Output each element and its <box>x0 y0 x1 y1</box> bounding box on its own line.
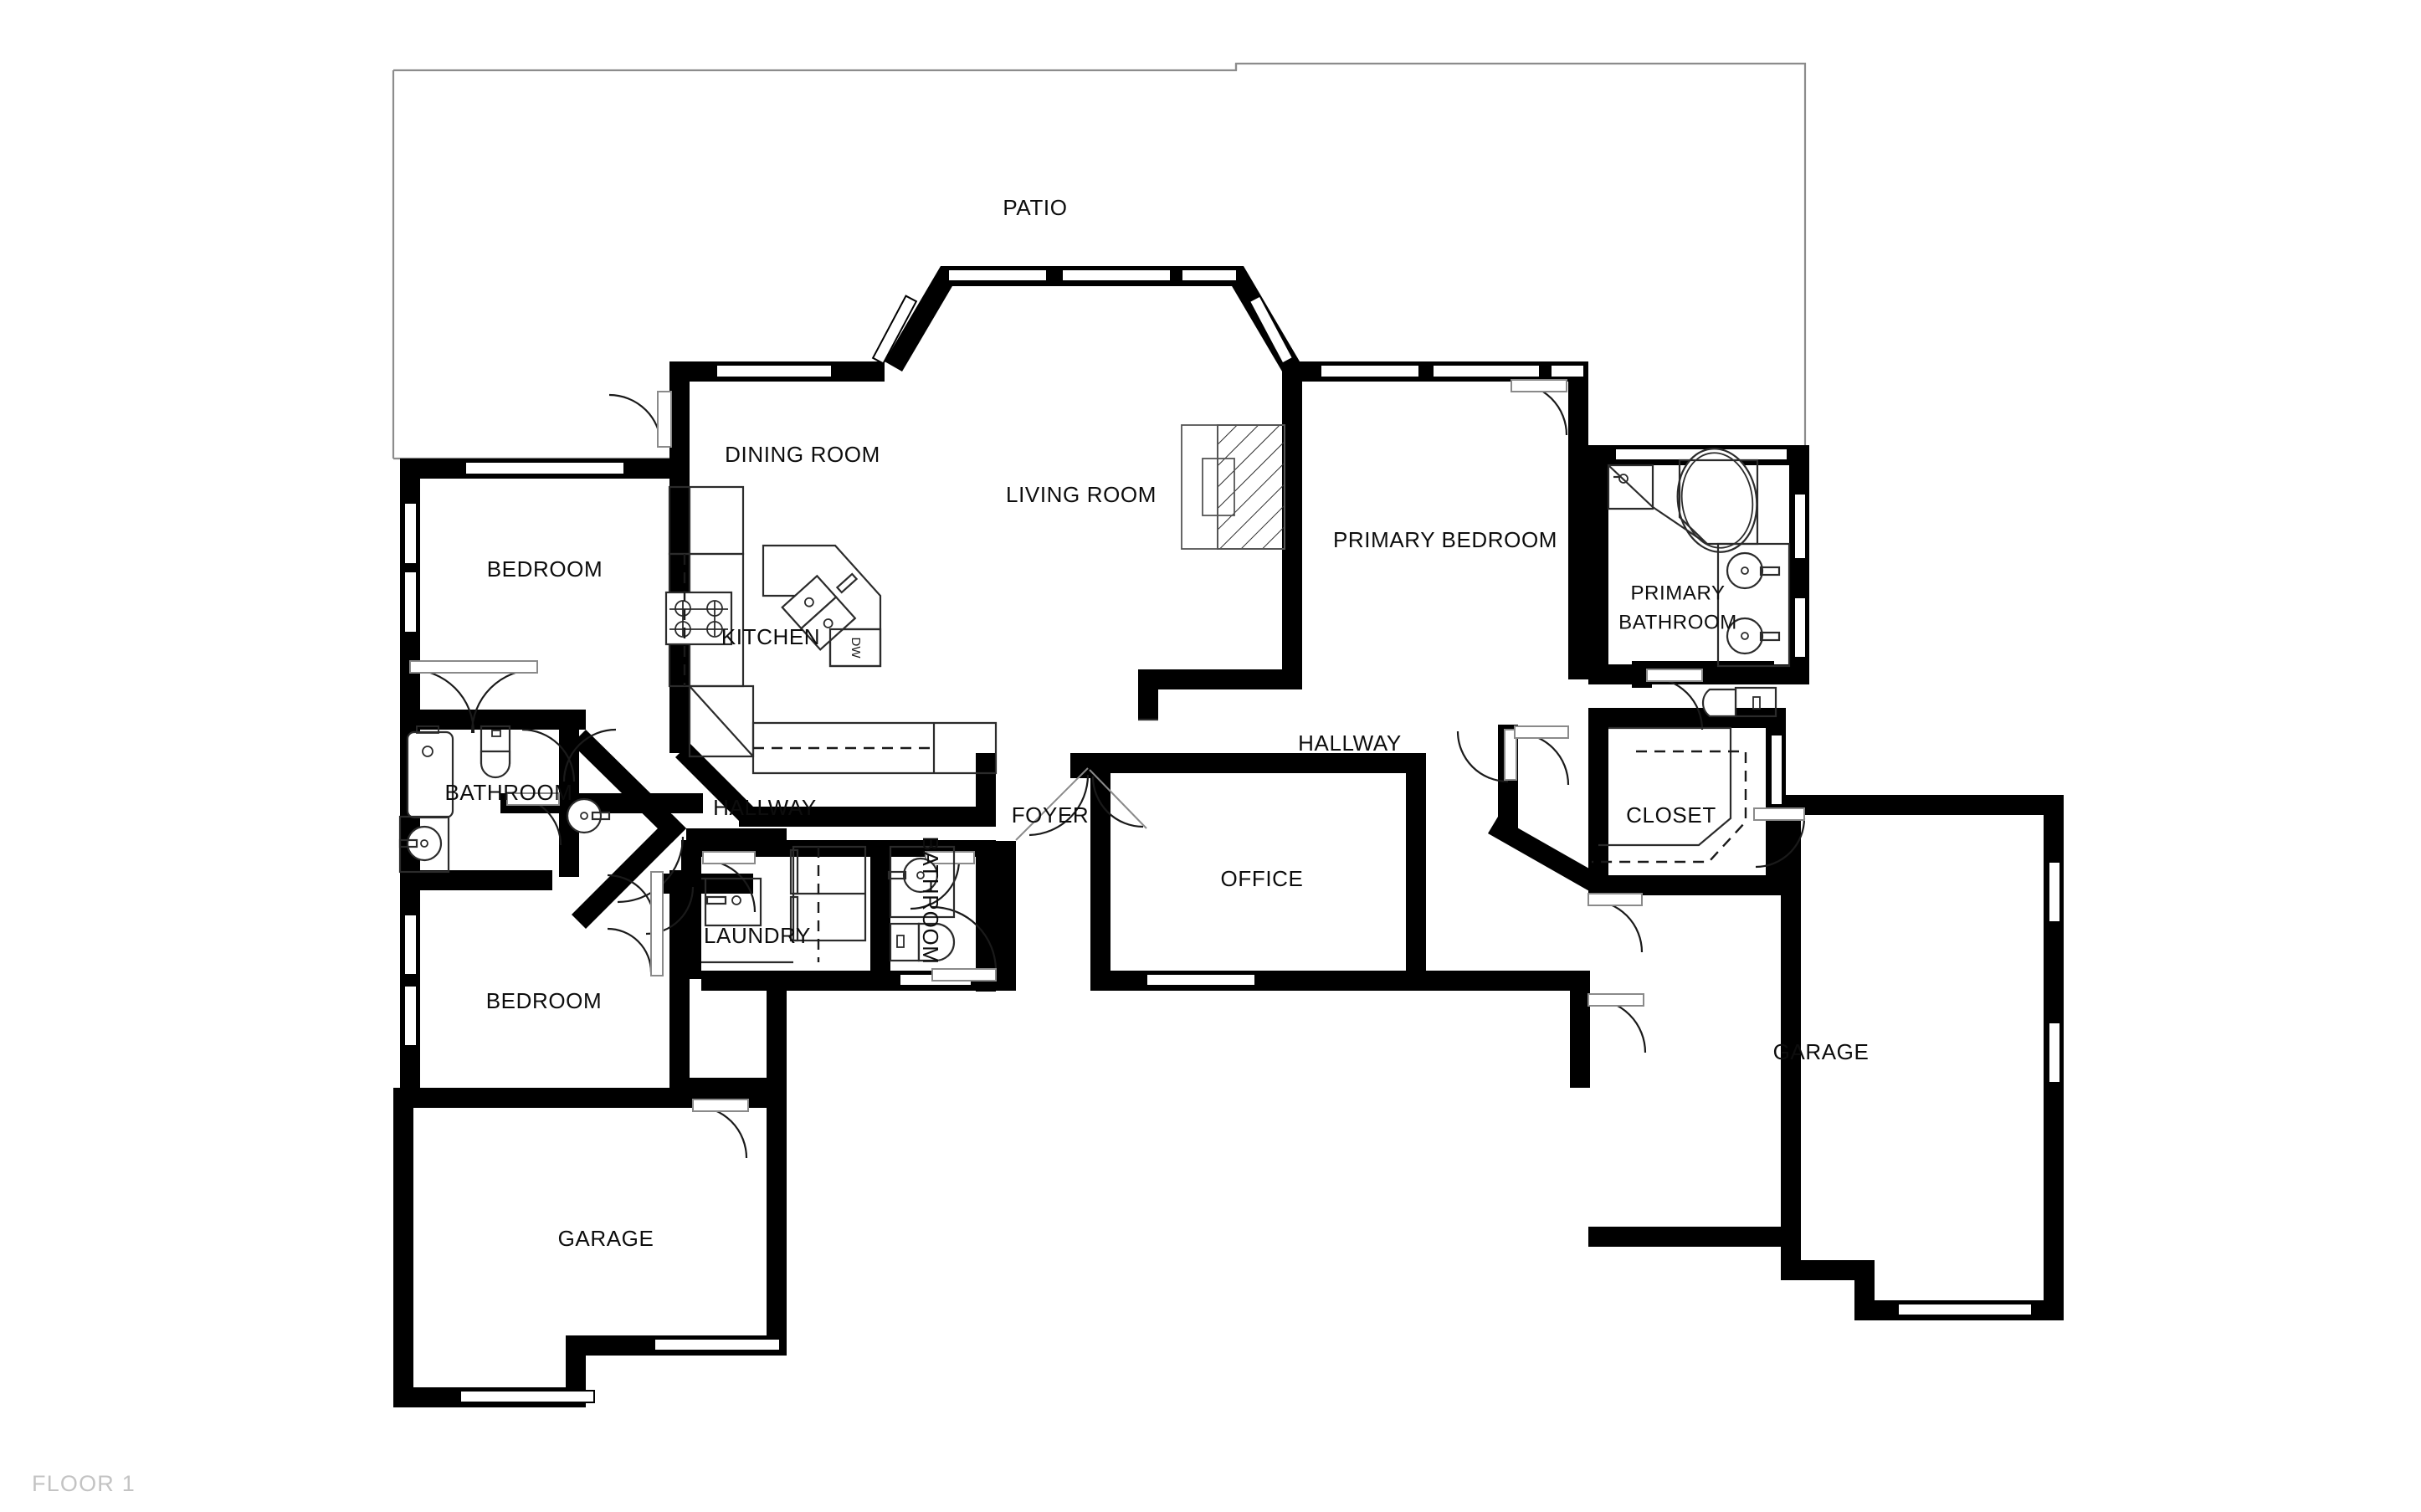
appliance-labels: DW <box>849 638 863 659</box>
label-primary-bathroom-2: BATHROOM <box>1618 611 1737 633</box>
exterior-walls <box>393 266 2064 1407</box>
label-bedroom-lower: BEDROOM <box>486 988 603 1013</box>
label-primary-bedroom: PRIMARY BEDROOM <box>1333 527 1557 552</box>
bathroom-left-fixtures <box>398 725 611 874</box>
label-dining-room: DINING ROOM <box>725 442 880 467</box>
closet-shelving <box>1592 726 1747 864</box>
label-closet: CLOSET <box>1626 802 1716 828</box>
label-dishwasher: DW <box>849 638 863 659</box>
primary-bathroom-fixtures <box>1607 448 1791 718</box>
floor-number-label: FLOOR 1 <box>32 1471 136 1496</box>
label-office: OFFICE <box>1221 866 1304 891</box>
label-patio: PATIO <box>1003 195 1067 220</box>
label-bedroom-upper: BEDROOM <box>487 556 603 582</box>
label-living-room: LIVING ROOM <box>1006 482 1157 507</box>
label-garage-left: GARAGE <box>558 1226 654 1251</box>
label-hallway-right: HALLWAY <box>1298 730 1402 756</box>
windows <box>403 269 2061 1403</box>
fireplace-fixture <box>1181 424 1285 550</box>
doors <box>409 379 1806 1159</box>
laundry-fixtures <box>701 845 956 964</box>
kitchen-fixtures <box>664 485 998 775</box>
label-laundry: LAUNDRY <box>704 923 811 948</box>
label-primary-bathroom-1: PRIMARY <box>1630 582 1725 604</box>
